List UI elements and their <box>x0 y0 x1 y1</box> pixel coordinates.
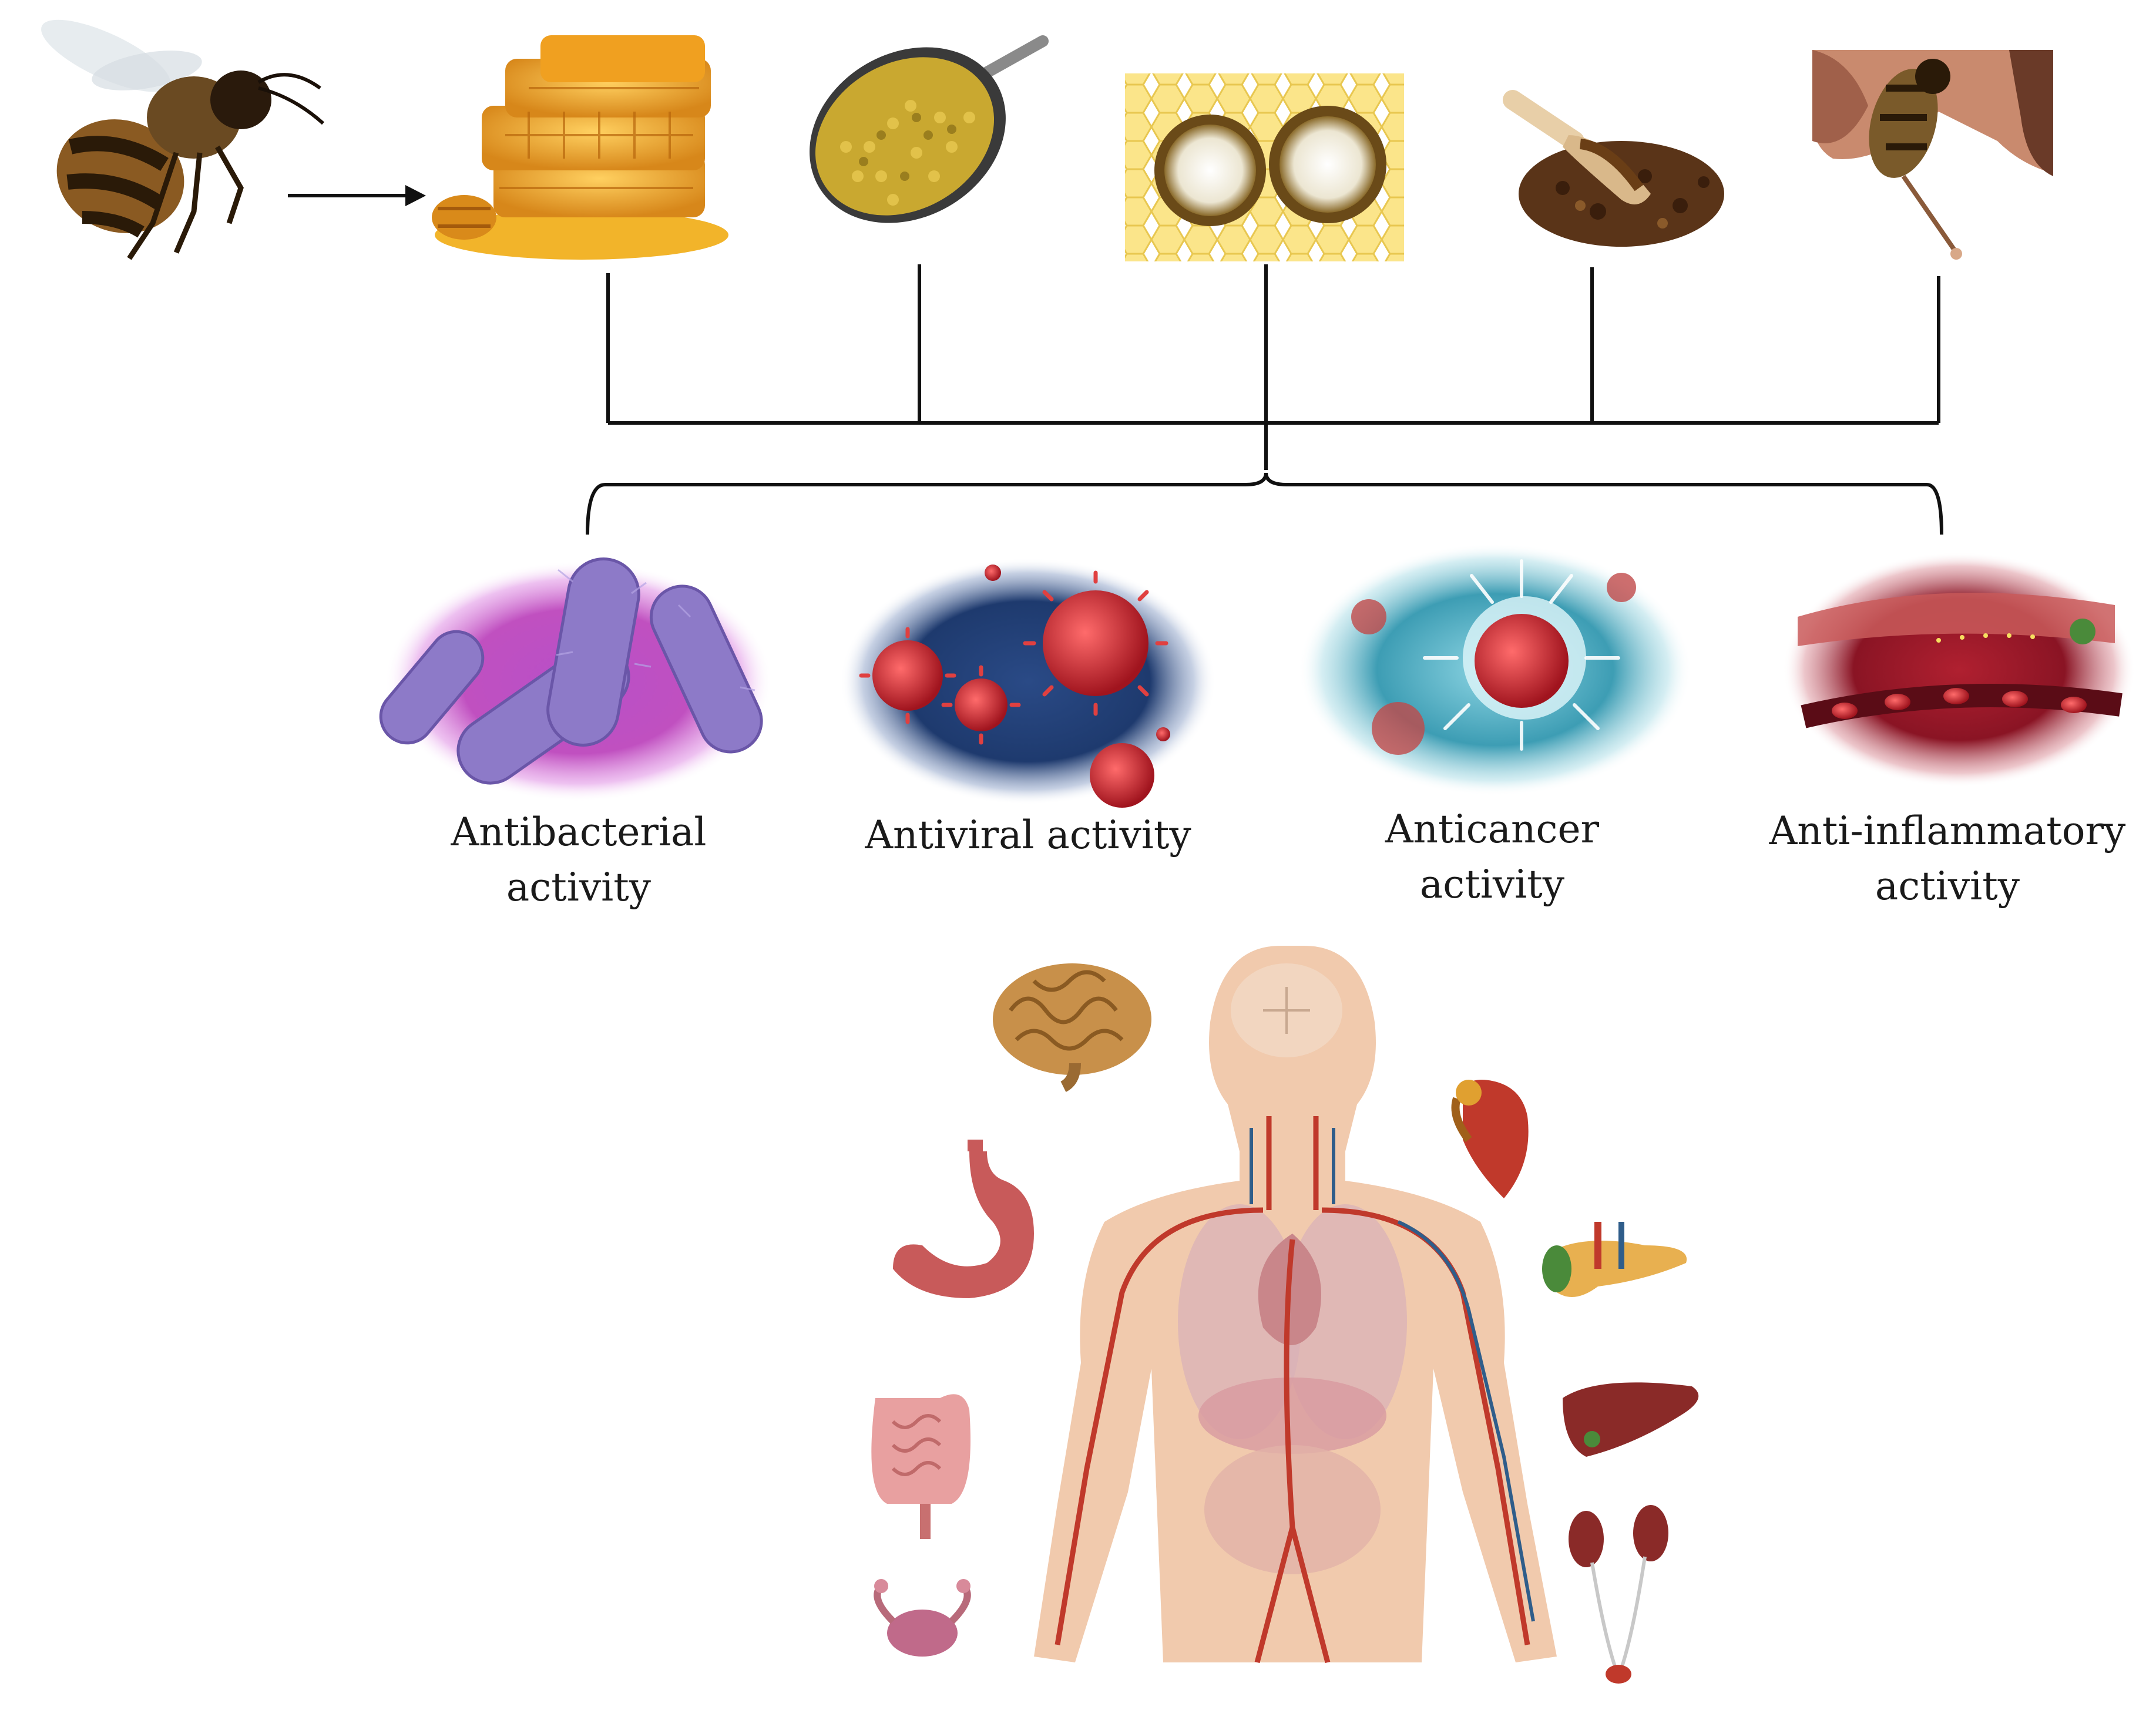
honeycomb-icon <box>432 35 728 260</box>
activity-label-antibacterial: Antibacterial activity <box>451 809 707 910</box>
propolis-scoop-icon <box>1503 90 1724 247</box>
activity-label-antiviral: Antiviral activity <box>865 812 1191 858</box>
cancer-cell-icon <box>1298 543 1692 796</box>
heart-icon <box>1451 1080 1529 1198</box>
liver-icon <box>1563 1382 1699 1457</box>
human-body-anatomy <box>1034 946 1557 1664</box>
kidney-icon <box>1569 1505 1668 1684</box>
honeybee-icon <box>41 19 325 260</box>
pancreas-icon <box>1542 1222 1687 1297</box>
activity-bracket <box>586 472 1943 535</box>
pollen-spoon-icon <box>810 35 1049 223</box>
arrow-icon <box>288 185 426 206</box>
activity-label-anticancer: Anticancer activity <box>1385 807 1600 907</box>
virus-icon <box>840 558 1216 808</box>
inflamed-vessel-icon <box>1783 552 2135 787</box>
brain-icon <box>993 963 1151 1092</box>
stomach-icon <box>893 1140 1034 1298</box>
bacteria-icon <box>379 557 773 802</box>
intestine-icon <box>871 1394 970 1539</box>
product-connector-lines <box>606 264 1940 470</box>
royal-jelly-cells-icon <box>1125 73 1404 261</box>
bee-sting-icon <box>1812 50 2053 260</box>
uterus-icon <box>874 1579 971 1657</box>
activity-label-anti-inflammatory: Anti-inflammatory activity <box>1769 808 2126 909</box>
